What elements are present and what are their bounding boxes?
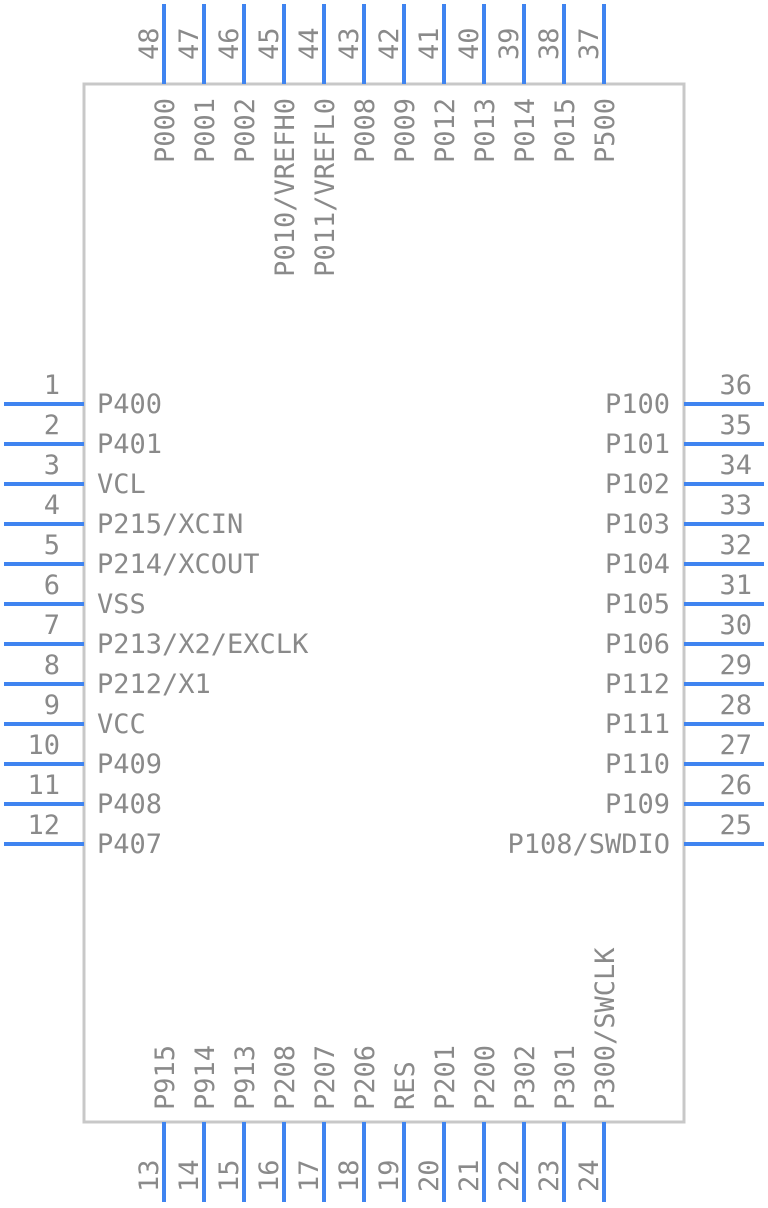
pin-27-name: P110 [605, 749, 670, 780]
pin-26-number: 26 [719, 770, 752, 801]
pin-23-number: 23 [534, 1159, 565, 1192]
pin-27-number: 27 [719, 730, 752, 761]
pin-44-number: 44 [294, 27, 325, 60]
pin-17-name: P207 [310, 1045, 341, 1110]
pin-36-number: 36 [719, 370, 752, 401]
pin-28-number: 28 [719, 690, 752, 721]
pin-22-name: P302 [510, 1045, 541, 1110]
pin-19-name: RES [390, 1061, 421, 1110]
pin-2-name: P401 [97, 429, 162, 460]
pin-13-name: P915 [150, 1045, 181, 1110]
pin-6-name: VSS [97, 589, 146, 620]
pin-30-name: P106 [605, 629, 670, 660]
pin-3-number: 3 [44, 450, 60, 481]
pin-29-name: P112 [605, 669, 670, 700]
pin-35-name: P101 [605, 429, 670, 460]
pin-24-number: 24 [574, 1159, 605, 1192]
pin-20-name: P201 [430, 1045, 461, 1110]
pin-10-name: P409 [97, 749, 162, 780]
pin-9-number: 9 [44, 690, 60, 721]
pin-30-number: 30 [719, 610, 752, 641]
chip-body [82, 82, 686, 1124]
pin-40-name: P013 [470, 98, 501, 163]
pin-40-number: 40 [454, 27, 485, 60]
pin-13-number: 13 [134, 1159, 165, 1192]
pin-41-name: P012 [430, 98, 461, 163]
pin-48-name: P000 [150, 98, 181, 163]
pin-33-name: P103 [605, 509, 670, 540]
pin-43-name: P008 [350, 98, 381, 163]
pin-42-name: P009 [390, 98, 421, 163]
pin-39-name: P014 [510, 98, 541, 163]
pin-25-name: P108/SWDIO [507, 829, 670, 860]
pin-16-name: P208 [270, 1045, 301, 1110]
pin-37-number: 37 [574, 27, 605, 60]
pin-21-number: 21 [454, 1159, 485, 1192]
pin-10-number: 10 [27, 730, 60, 761]
pin-35-number: 35 [719, 410, 752, 441]
pin-26-name: P109 [605, 789, 670, 820]
pin-1-number: 1 [44, 370, 60, 401]
pin-29-number: 29 [719, 650, 752, 681]
pin-12-name: P407 [97, 829, 162, 860]
pin-17-number: 17 [294, 1159, 325, 1192]
pin-4-name: P215/XCIN [97, 509, 243, 540]
pin-11-name: P408 [97, 789, 162, 820]
pin-14-number: 14 [174, 1159, 205, 1192]
pin-5-number: 5 [44, 530, 60, 561]
pin-21-name: P200 [470, 1045, 501, 1110]
pin-1-name: P400 [97, 389, 162, 420]
pin-12-number: 12 [27, 810, 60, 841]
pin-45-number: 45 [254, 27, 285, 60]
pin-38-number: 38 [534, 27, 565, 60]
pin-8-name: P212/X1 [97, 669, 211, 700]
pin-8-number: 8 [44, 650, 60, 681]
pin-15-name: P913 [230, 1045, 261, 1110]
pin-37-name: P500 [590, 98, 621, 163]
pin-42-number: 42 [374, 27, 405, 60]
pin-6-number: 6 [44, 570, 60, 601]
pin-7-number: 7 [44, 610, 60, 641]
pin-31-name: P105 [605, 589, 670, 620]
pin-31-number: 31 [719, 570, 752, 601]
pin-14-name: P914 [190, 1045, 221, 1110]
pin-41-number: 41 [414, 27, 445, 60]
pin-47-name: P001 [190, 98, 221, 163]
pin-15-number: 15 [214, 1159, 245, 1192]
pin-43-number: 43 [334, 27, 365, 60]
pin-11-number: 11 [27, 770, 60, 801]
pin-44-name: P011/VREFL0 [310, 98, 341, 277]
pin-23-name: P301 [550, 1045, 581, 1110]
pin-7-name: P213/X2/EXCLK [97, 629, 309, 660]
pin-25-number: 25 [719, 810, 752, 841]
pin-20-number: 20 [414, 1159, 445, 1192]
pin-32-number: 32 [719, 530, 752, 561]
pin-22-number: 22 [494, 1159, 525, 1192]
pin-24-name: P300/SWCLK [590, 947, 621, 1110]
pin-34-name: P102 [605, 469, 670, 500]
pin-18-number: 18 [334, 1159, 365, 1192]
pin-38-name: P015 [550, 98, 581, 163]
pin-16-number: 16 [254, 1159, 285, 1192]
pin-19-number: 19 [374, 1159, 405, 1192]
pin-4-number: 4 [44, 490, 60, 521]
pin-3-name: VCL [97, 469, 146, 500]
pin-32-name: P104 [605, 549, 670, 580]
pin-45-name: P010/VREFH0 [270, 98, 301, 277]
pin-46-name: P002 [230, 98, 261, 163]
pin-2-number: 2 [44, 410, 60, 441]
pin-46-number: 46 [214, 27, 245, 60]
pin-5-name: P214/XCOUT [97, 549, 260, 580]
pin-39-number: 39 [494, 27, 525, 60]
pin-47-number: 47 [174, 27, 205, 60]
pin-33-number: 33 [719, 490, 752, 521]
pin-18-name: P206 [350, 1045, 381, 1110]
pin-9-name: VCC [97, 709, 146, 740]
pin-36-name: P100 [605, 389, 670, 420]
pin-34-number: 34 [719, 450, 752, 481]
pin-28-name: P111 [605, 709, 670, 740]
pin-48-number: 48 [134, 27, 165, 60]
